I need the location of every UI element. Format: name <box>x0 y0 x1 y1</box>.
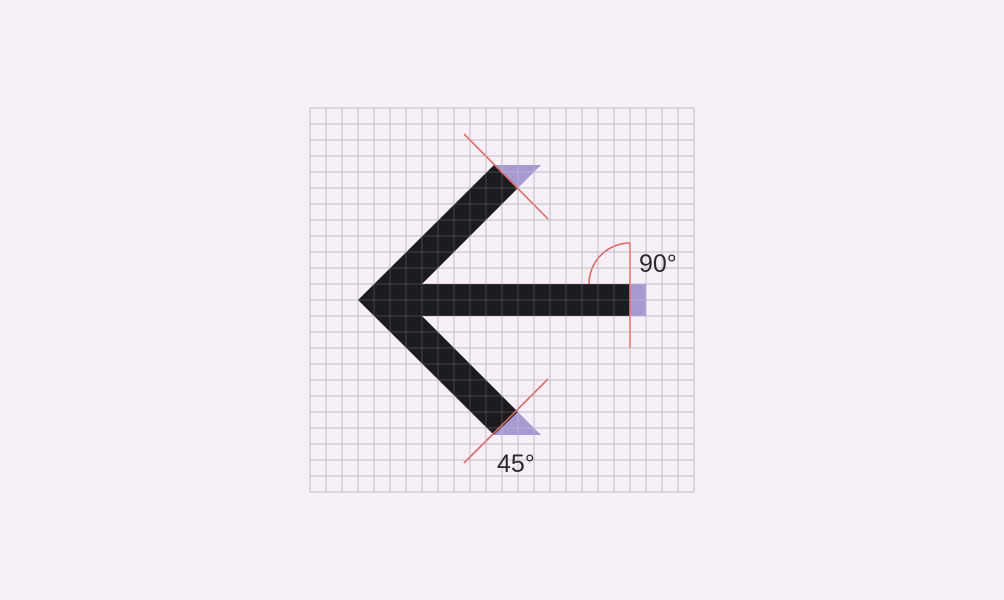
upper-cap-highlight <box>494 165 541 188</box>
arrow-lower-stroke <box>358 300 518 435</box>
upper-45-guide-line <box>463 133 549 220</box>
diagonal-angle-label: 45° <box>497 450 535 478</box>
arrow-shaft <box>390 284 630 316</box>
lower-cap-highlight <box>494 412 541 435</box>
arrow-upper-stroke <box>358 165 518 300</box>
right-angle-label: 90° <box>639 250 677 278</box>
lower-45-guide-line <box>463 378 549 464</box>
arrow-back-icon <box>358 165 630 435</box>
shaft-cap-highlight <box>630 284 646 316</box>
right-angle-arc <box>588 242 631 285</box>
grid-overlay <box>309 107 695 493</box>
